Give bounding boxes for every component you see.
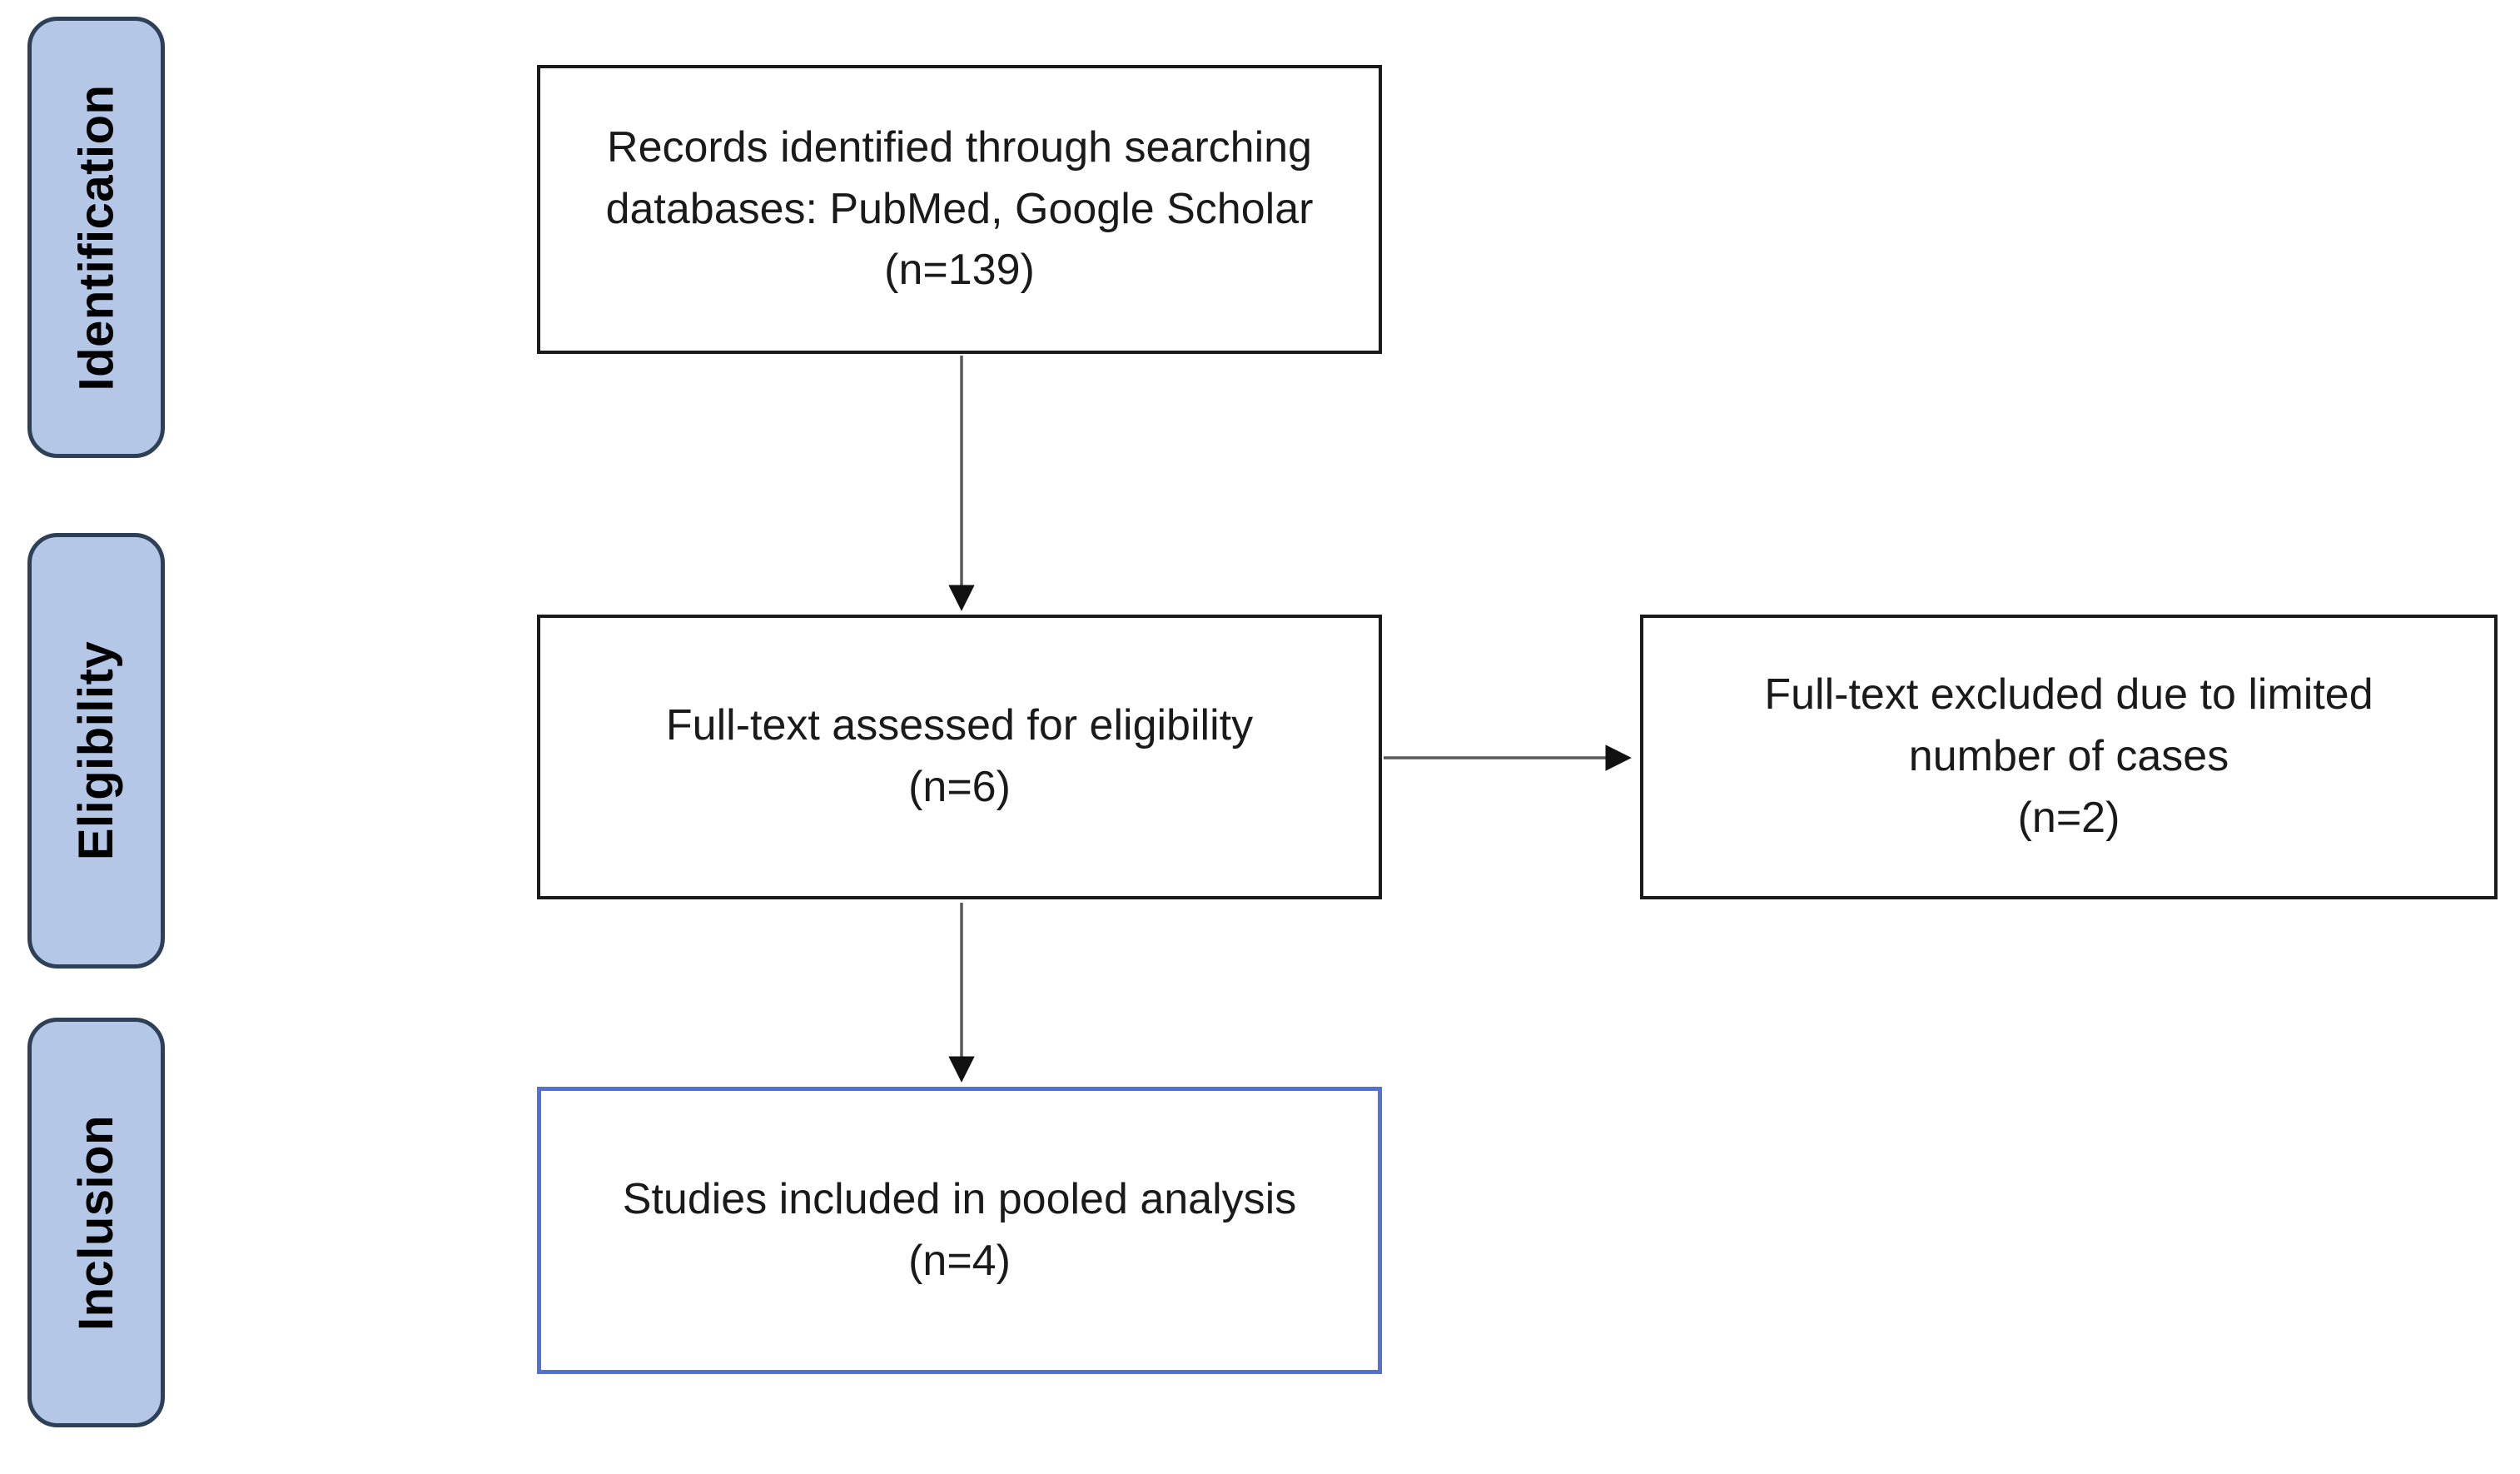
box-fulltext-excluded-text: Full-text excluded due to limited number… <box>1764 670 2373 842</box>
box-records-identified-text: Records identified through searching dat… <box>605 122 1314 295</box>
box-studies-included-text: Studies included in pooled analysis (n=4… <box>622 1174 1297 1285</box>
stage-identification: Identification <box>27 17 165 458</box>
box-studies-included: Studies included in pooled analysis (n=4… <box>537 1087 1382 1374</box>
stage-inclusion-label: Inclusion <box>69 1114 124 1331</box>
stage-inclusion: Inclusion <box>27 1018 165 1427</box>
stage-identification-label: Identification <box>69 84 124 391</box>
box-fulltext-assessed-text: Full-text assessed for eligibility (n=6) <box>665 701 1254 811</box>
box-fulltext-excluded: Full-text excluded due to limited number… <box>1640 615 2498 899</box>
stage-eligibility: Eligibility <box>27 533 165 969</box>
box-fulltext-assessed: Full-text assessed for eligibility (n=6) <box>537 615 1382 899</box>
box-records-identified: Records identified through searching dat… <box>537 65 1382 354</box>
stage-eligibility-label: Eligibility <box>69 640 123 861</box>
